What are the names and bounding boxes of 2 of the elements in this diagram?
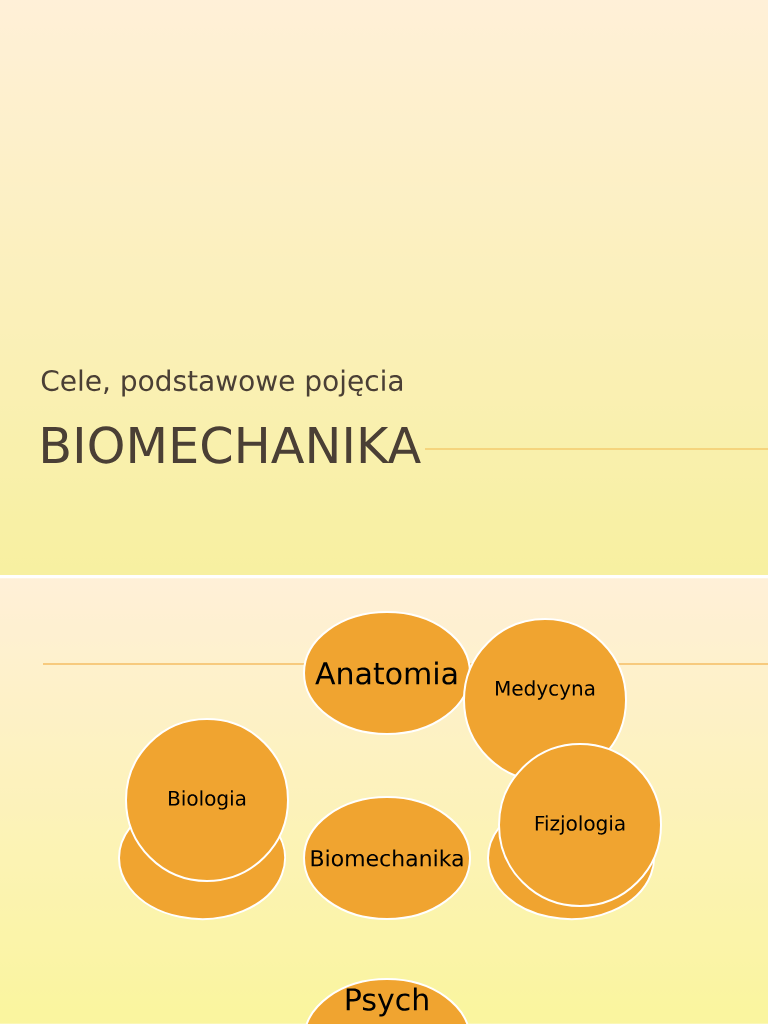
slide-title: BIOMECHANIKA [43,426,421,464]
subtitle: Cele, podstawowe pojęcia [41,369,403,397]
